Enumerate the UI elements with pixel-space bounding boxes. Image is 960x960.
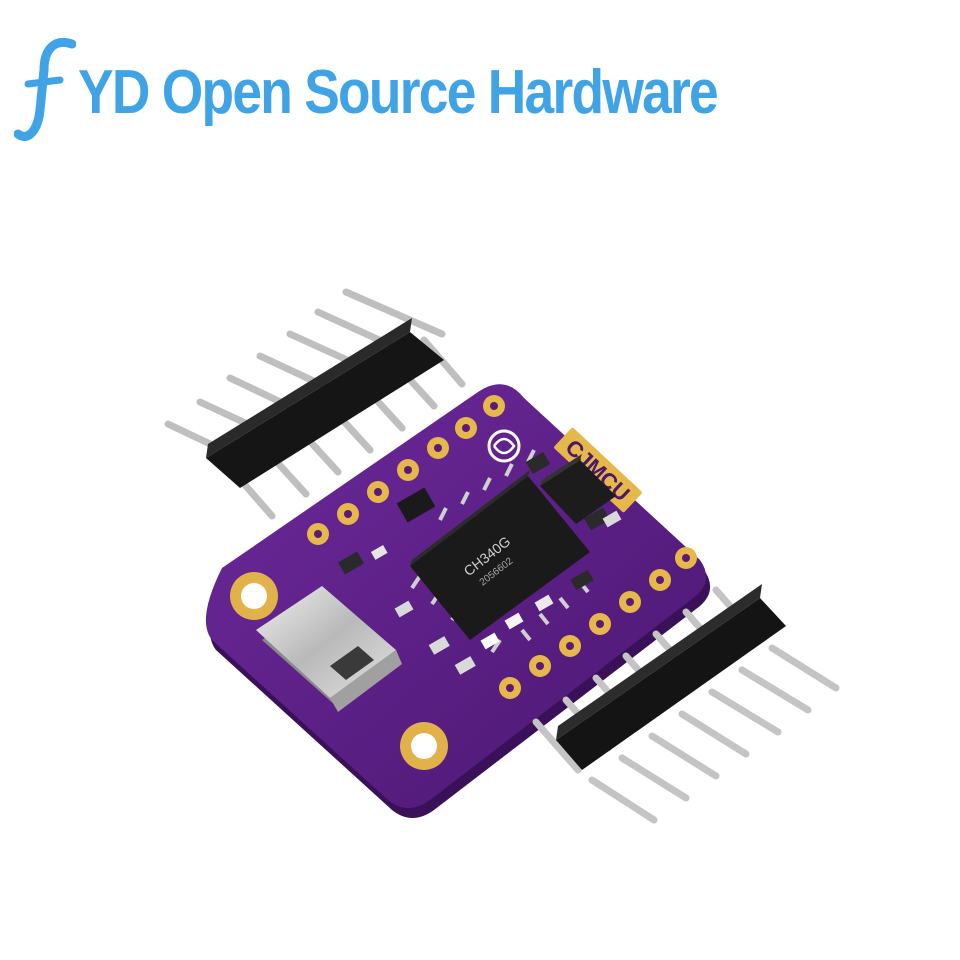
watermark: YD Open Source Hardware <box>14 30 821 150</box>
watermark-text: YD Open Source Hardware <box>78 58 719 127</box>
micro-usb-port <box>256 586 402 712</box>
crystal-component <box>540 454 616 524</box>
ic-chip: CH340G 2056602 <box>410 449 590 654</box>
pin-header-bottom <box>532 584 840 824</box>
pin-header-top <box>164 288 466 520</box>
board-logo-icon <box>487 429 521 463</box>
header-housing <box>206 332 444 488</box>
smd-components <box>337 451 622 675</box>
header-housing <box>556 598 786 770</box>
header-pins <box>164 288 466 520</box>
script-f-logo-icon <box>14 38 76 141</box>
mounting-holes <box>230 572 448 770</box>
